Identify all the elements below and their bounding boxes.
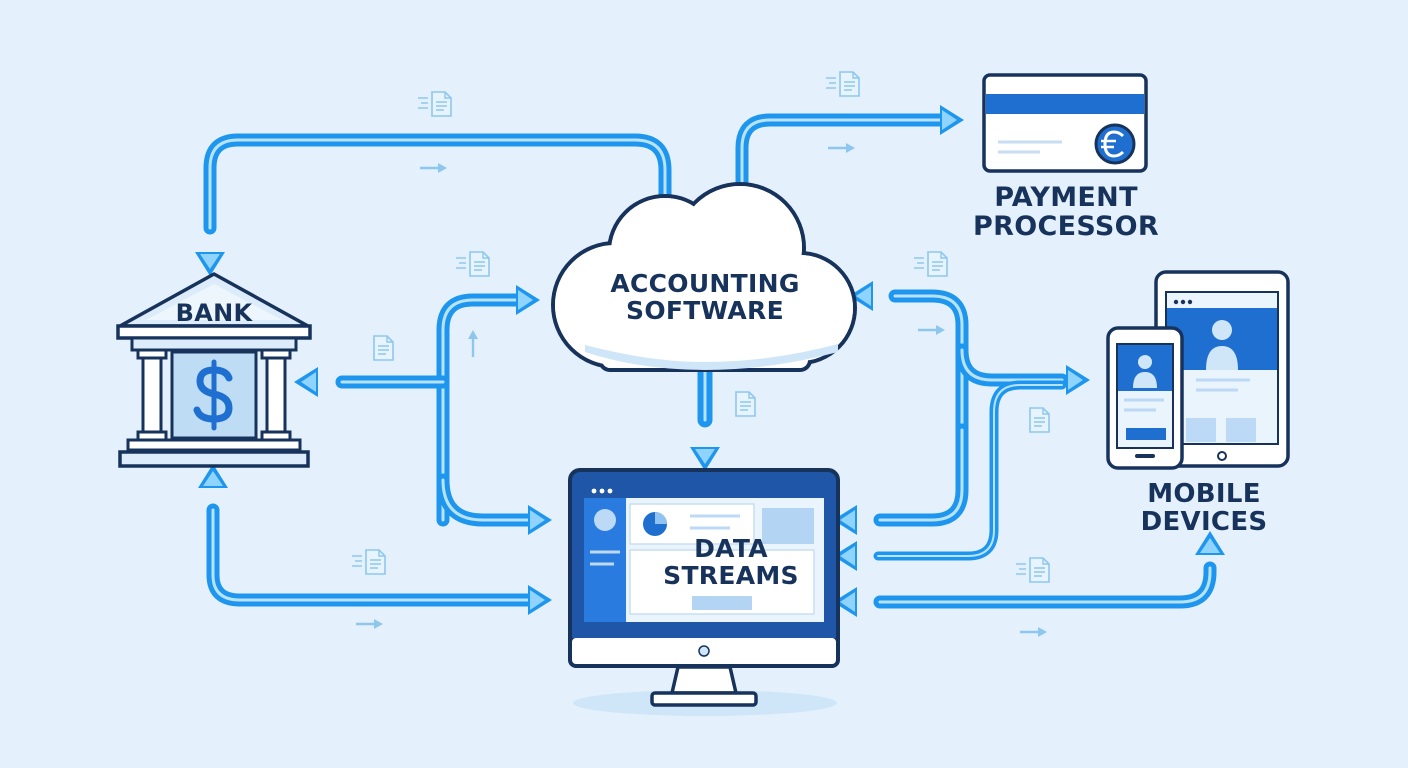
arrow-trunk-to-cloud [436,293,527,527]
arrow-cloud-to-bank [203,133,672,235]
mobile-label-line1: MOBILE [1147,479,1261,509]
arrow-cloud-to-payment [735,113,952,207]
payment-processor-label: PAYMENT PROCESSOR [966,183,1166,241]
bank-building-icon [116,272,312,468]
arrow-mobile-to-monitor [873,380,1067,561]
data-streams-label-line2: STREAMS [663,561,799,590]
data-streams-label-line1: DATA [694,534,768,563]
dollar-sign-icon [193,359,233,431]
arrow-right-trunk-to-mobile [955,343,1069,387]
smartphone-icon [1106,326,1184,470]
accounting-software-label: ACCOUNTING SOFTWARE [590,270,820,324]
arrow-right-trunk-to-monitor [873,423,969,527]
bank-label: BANK [156,299,272,327]
arrow-right-trunk-to-cloud [888,289,969,447]
accounting-label-line2: SOFTWARE [626,296,784,325]
cloud-icon [551,182,857,372]
credit-card-icon [982,73,1148,173]
bank-label-text: BANK [175,299,253,327]
data-streams-label: DATA STREAMS [646,535,816,589]
payment-label-line1: PAYMENT [994,182,1138,213]
arrow-bank-to-monitor [206,503,537,607]
euro-coin-icon [1094,123,1136,165]
arrow-trunk-to-monitor [436,473,537,527]
accounting-label-line1: ACCOUNTING [610,269,800,298]
arrow-monitor-mobile-bidirectional [873,561,1217,609]
tablet-icon [1154,270,1290,468]
mobile-label-line2: DEVICES [1140,507,1268,538]
mobile-devices-label: MOBILE DEVICES [1124,480,1284,536]
desktop-monitor-icon [568,468,840,707]
flow-arrows [203,113,1217,609]
payment-label-line2: PROCESSOR [973,211,1159,243]
